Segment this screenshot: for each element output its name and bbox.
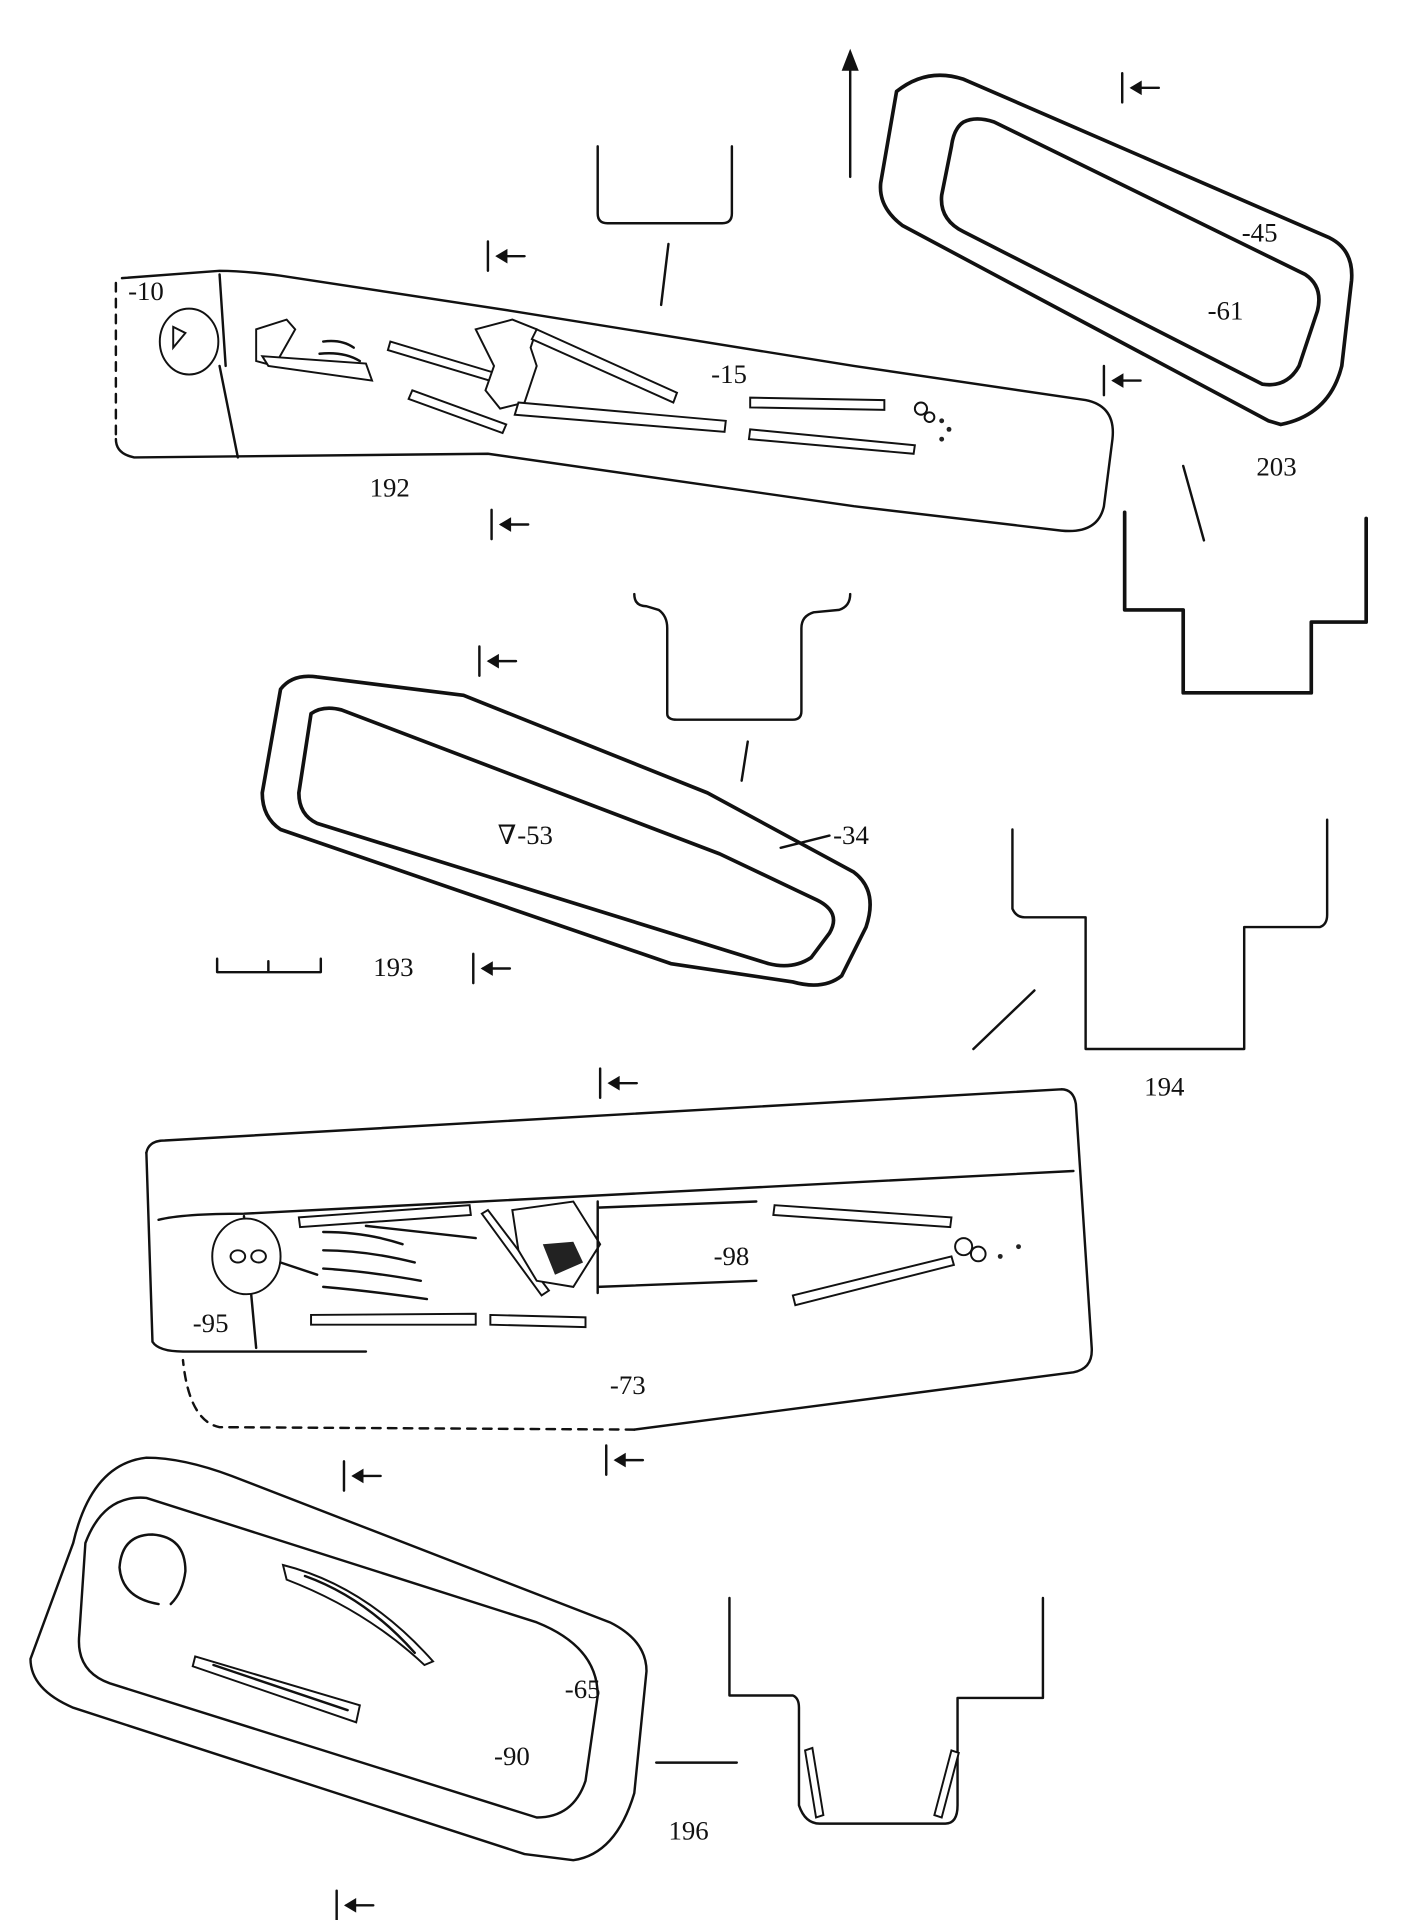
depth-label: -73 [610, 1370, 646, 1400]
section-marker-icon [605, 1444, 645, 1476]
depth-label: -61 [1208, 296, 1244, 326]
grave-number-label: 203 [1256, 452, 1296, 482]
north-arrow-icon [841, 48, 859, 179]
section-marker-icon [478, 645, 518, 677]
datum-symbol: ∇ [498, 820, 517, 850]
grave-192-profile [596, 145, 734, 225]
section-marker-icon [335, 1889, 375, 1920]
depth-label: -10 [128, 276, 164, 306]
depth-label: -45 [1242, 218, 1278, 248]
depth-label: -98 [714, 1241, 750, 1271]
grave-203: -45 -61 203 [878, 71, 1369, 695]
section-marker-icon [472, 952, 512, 985]
grave-number-label: 196 [668, 1815, 708, 1845]
section-marker-icon [490, 508, 530, 541]
depth-label: -65 [565, 1674, 601, 1704]
grave-192-outline [114, 269, 1115, 533]
depth-label: -90 [494, 1741, 530, 1771]
grave-number-label: 194 [1144, 1071, 1184, 1101]
depth-label: -53 [517, 820, 553, 850]
section-marker-icon [1102, 364, 1142, 397]
grave-196: -65 -90 196 [29, 1456, 1045, 1920]
section-marker-icon [486, 240, 526, 273]
grave-192: -10 -15 192 [114, 145, 1115, 541]
grave-number-label: 192 [370, 472, 410, 502]
scale-bar [215, 957, 323, 974]
depth-label: -15 [711, 359, 747, 389]
section-marker-icon [342, 1460, 382, 1492]
skeleton-194 [211, 1200, 1021, 1329]
skeleton-192 [158, 307, 952, 455]
section-marker-icon [1120, 71, 1161, 104]
depth-label: -34 [833, 820, 869, 850]
depth-label: -95 [193, 1308, 229, 1338]
section-marker-icon [598, 1067, 638, 1100]
grave-193: ∇ -53 -34 193 [215, 592, 872, 987]
grave-number-label: 193 [373, 952, 413, 982]
grave-194: 194 -95 -98 -73 [145, 818, 1329, 1476]
